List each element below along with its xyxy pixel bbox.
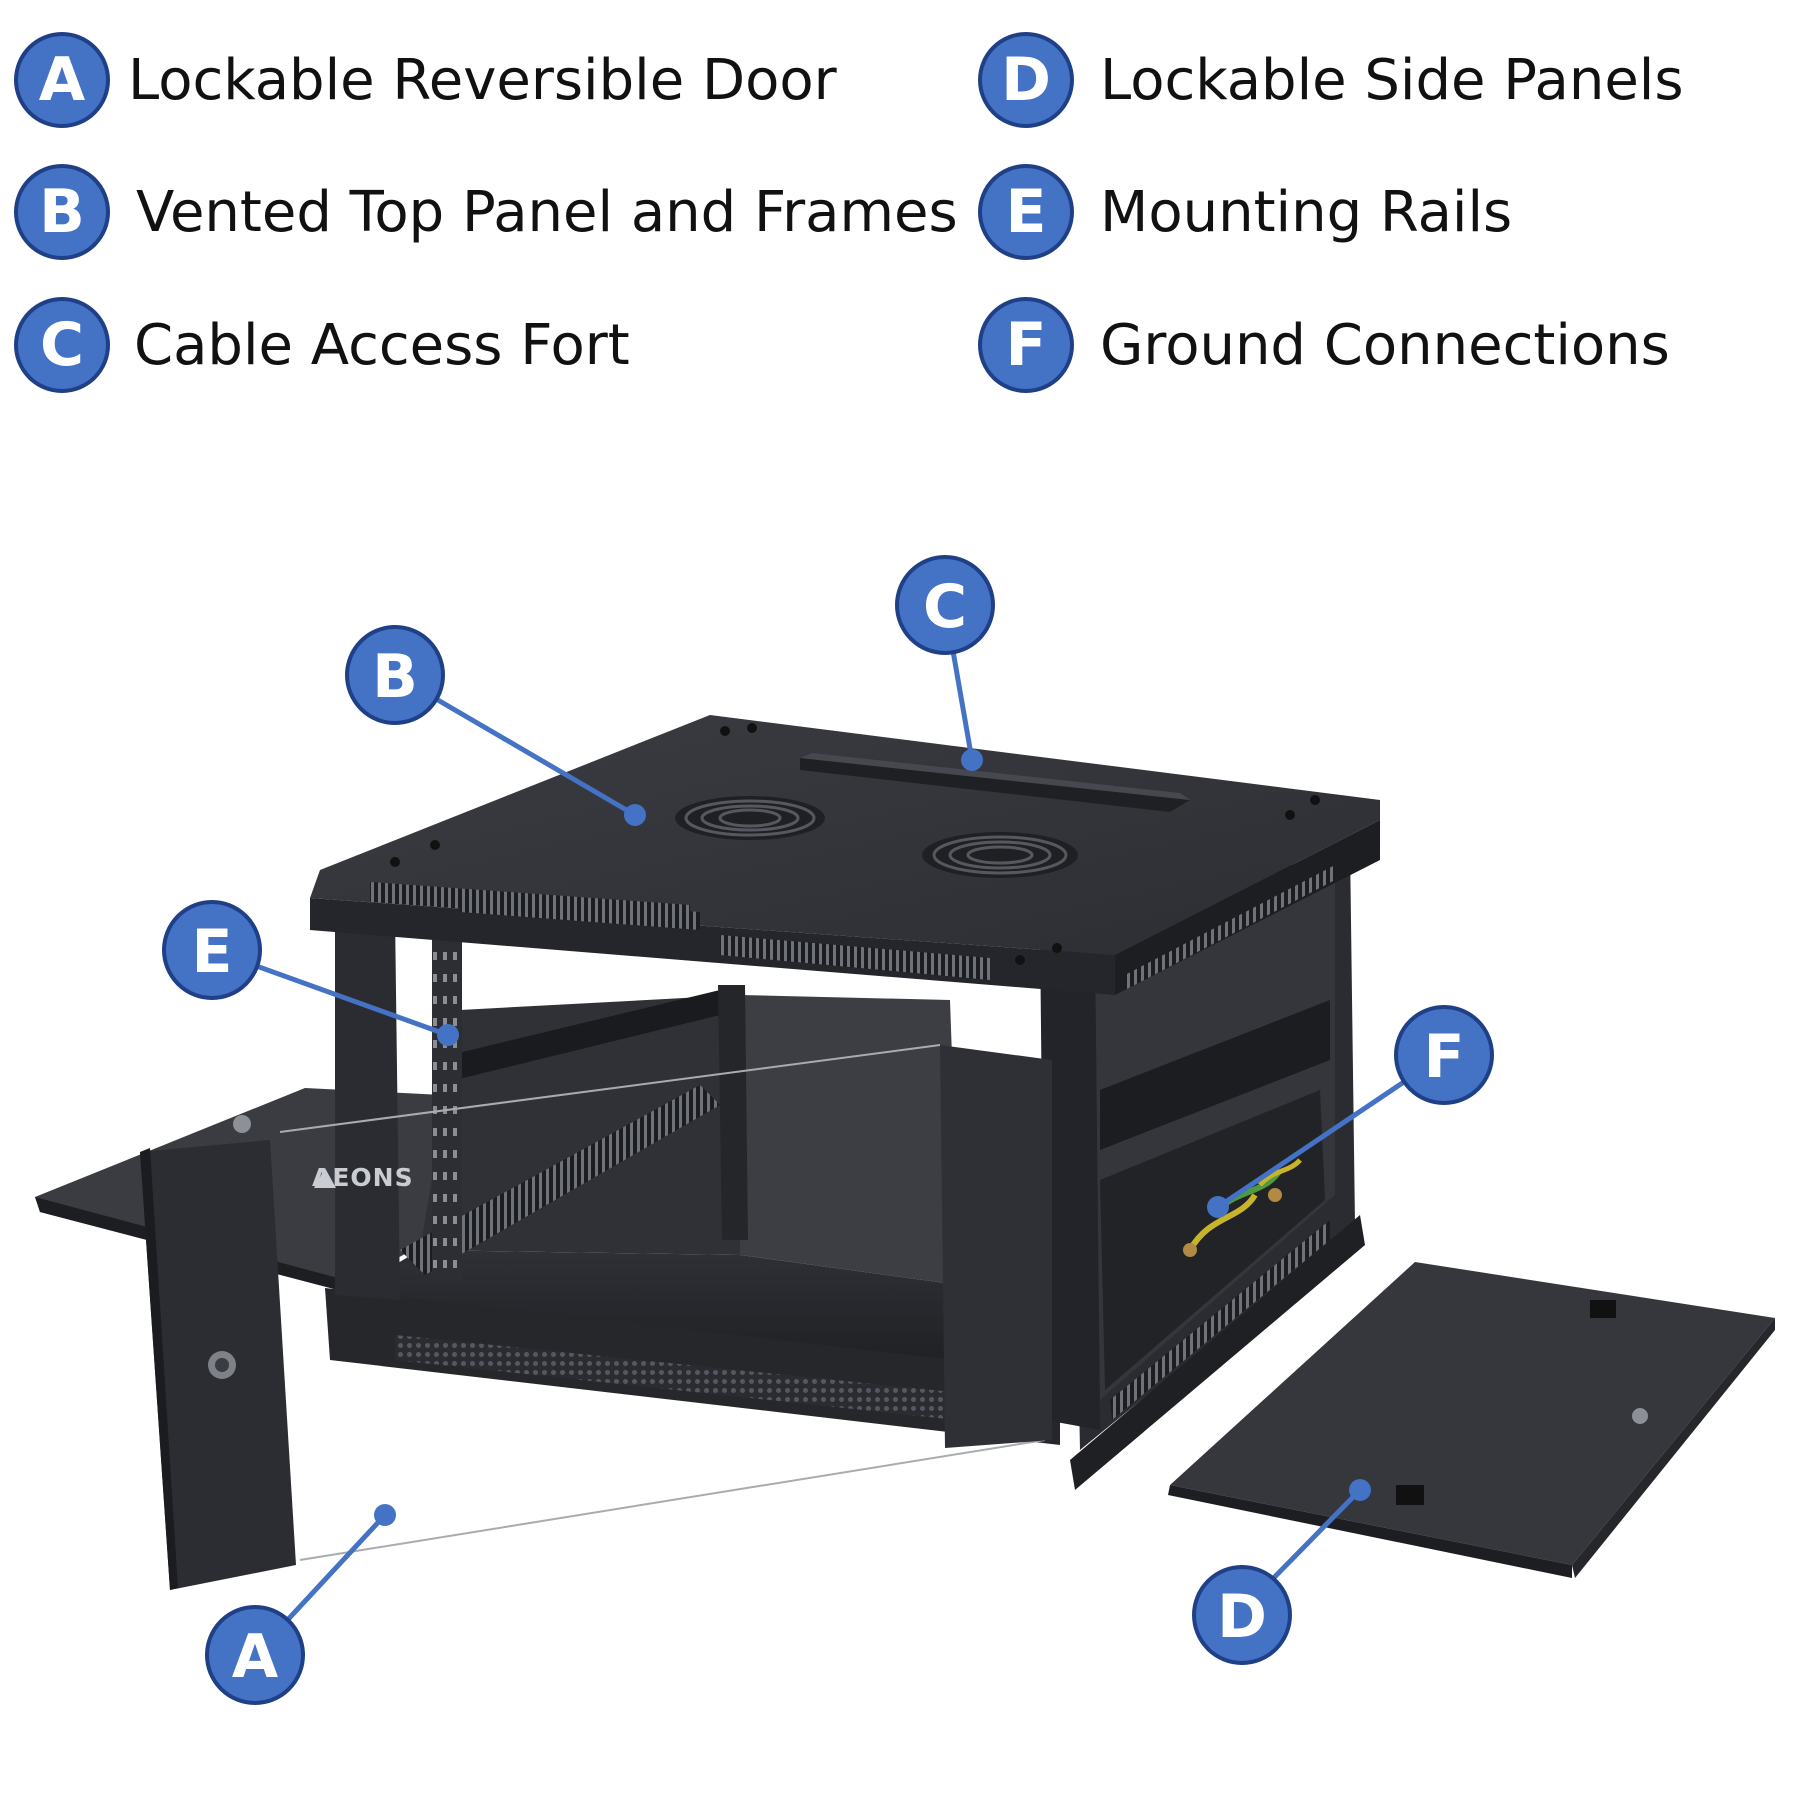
legend-badge-f: F	[978, 297, 1074, 393]
legend-label-c: Cable Access Fort	[134, 312, 630, 378]
legend-item-d: D Lockable Side Panels	[978, 30, 1684, 130]
legend-badge-c: C	[14, 297, 110, 393]
callout-b-letter: B	[372, 642, 418, 712]
cabinet-body	[325, 845, 1365, 1490]
legend-badge-b: B	[14, 164, 110, 260]
callout-c: C	[895, 555, 995, 655]
vented-top-panel	[310, 715, 1380, 995]
callout-b: B	[345, 625, 445, 725]
callout-d: D	[1192, 1565, 1292, 1665]
callout-f: F	[1394, 1005, 1494, 1105]
legend-label-f: Ground Connections	[1100, 312, 1670, 378]
legend-badge-a: A	[14, 32, 110, 128]
legend-item-a: A Lockable Reversible Door	[14, 30, 837, 130]
legend-item-b: B Vented Top Panel and Frames	[14, 162, 958, 262]
legend-item-e: E Mounting Rails	[978, 162, 1512, 262]
reversible-door: AEONS	[140, 1044, 1052, 1590]
legend-label-d: Lockable Side Panels	[1100, 47, 1684, 113]
callout-a-letter: A	[232, 1622, 279, 1692]
right-side-panel	[1168, 1262, 1775, 1578]
callout-e-letter: E	[192, 917, 233, 987]
legend-badge-e: E	[978, 164, 1074, 260]
callout-d-letter: D	[1217, 1582, 1267, 1652]
legend-label-a: Lockable Reversible Door	[128, 47, 837, 113]
callout-a: A	[205, 1605, 305, 1705]
legend-badge-d: D	[978, 32, 1074, 128]
callout-f-letter: F	[1424, 1022, 1465, 1092]
callout-e: E	[162, 900, 262, 1000]
legend-label-e: Mounting Rails	[1100, 179, 1513, 245]
callout-c-letter: C	[923, 572, 967, 642]
leader-dots	[374, 749, 1371, 1526]
legend-label-b: Vented Top Panel and Frames	[136, 179, 958, 245]
legend-item-c: C Cable Access Fort	[14, 295, 630, 395]
legend-item-f: F Ground Connections	[978, 295, 1670, 395]
